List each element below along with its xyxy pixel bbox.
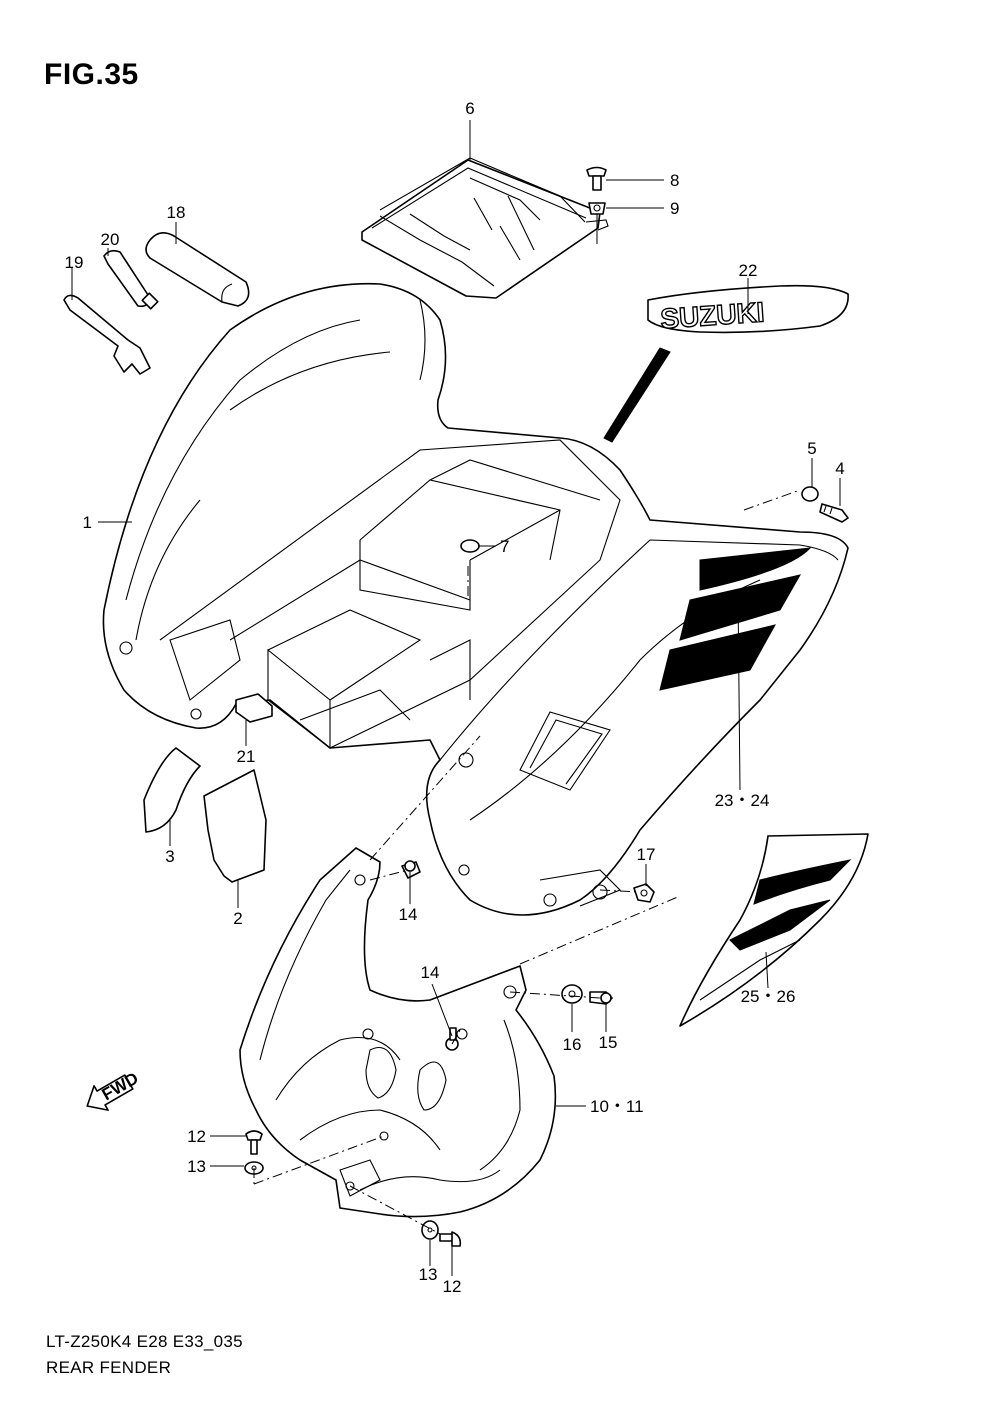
callout-14-upper: 14 [399,905,418,924]
callout-5: 5 [807,439,816,458]
callout-7: 7 [500,537,509,556]
callout-4: 4 [835,459,844,478]
washer-part-5 [801,486,819,502]
callout-25-26: 25・26 [741,987,796,1006]
callout-12-left: 12 [187,1127,206,1146]
assembly-name-label: REAR FENDER [46,1358,172,1377]
callout-9: 9 [670,199,679,218]
callout-16: 16 [563,1035,582,1054]
tool-box-lid-part [361,157,609,299]
callout-13-left: 13 [187,1157,206,1176]
callout-13-bottom: 13 [419,1265,438,1284]
direction-arrow-decal [603,347,671,443]
bolt-part-14-upper [401,860,421,879]
spanner-part-19 [63,294,151,375]
washer-part-13-bottom [421,1220,439,1240]
cushion-part-21 [235,693,273,723]
callout-1: 1 [83,513,92,532]
callout-12-bottom: 12 [443,1277,462,1296]
screw-part-12-bottom [439,1231,462,1247]
callout-14-lower: 14 [421,963,440,982]
bolt-part-15 [589,991,613,1005]
model-code-label: LT-Z250K4 E28 E33_035 [46,1332,243,1351]
side-decal-part-25-26 [679,833,869,1027]
callout-15: 15 [599,1033,618,1052]
label-part-2 [203,769,267,883]
fwd-arrow-label: FWD [99,1068,142,1104]
washer-part-16 [561,984,583,1004]
callout-10-11: 10・11 [590,1097,644,1116]
callout-2: 2 [233,909,242,928]
mud-flap-part-10-11 [239,847,557,1218]
rear-fender-part-1 [102,282,849,916]
callout-20: 20 [101,230,120,249]
screw-part-12-left [245,1130,263,1155]
callout-6: 6 [465,99,474,118]
tool-bag-part-18 [145,232,250,307]
forward-direction-arrow: FWD [86,1068,142,1111]
callout-17: 17 [637,845,656,864]
callout-22: 22 [739,261,758,280]
bolt-part-14-lower [445,1027,459,1051]
bolt-part-8 [586,166,607,191]
callout-18: 18 [167,203,186,222]
grommet-part-7 [460,539,480,553]
callout-8: 8 [670,171,679,190]
label-part-3 [143,747,201,833]
callout-19: 19 [65,253,84,272]
bolt-part-4 [819,503,849,523]
figure-title: FIG.35 [44,58,139,91]
nut-part-9 [588,202,606,244]
callout-3: 3 [165,847,174,866]
callout-21: 21 [237,747,256,766]
callout-23-24: 23・24 [715,791,770,810]
bolt-part-17 [633,883,655,903]
spark-plug-wrench-part-20 [103,249,159,310]
